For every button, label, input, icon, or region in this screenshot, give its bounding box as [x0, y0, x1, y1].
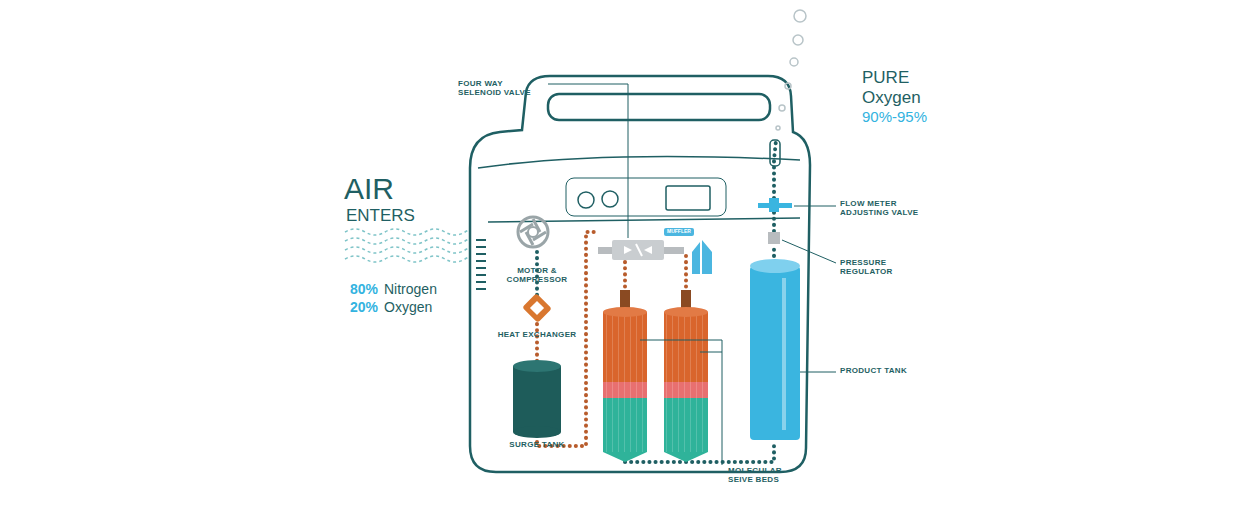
gas-name: Oxygen: [384, 299, 432, 315]
vents: [476, 240, 486, 289]
molecular-sieve-beds: [603, 290, 708, 462]
part-label: MOTOR & COMPRESSOR: [497, 266, 577, 284]
air-waves: [345, 229, 485, 262]
oxygen-title: PURE: [862, 68, 909, 88]
percent-value: 20%: [350, 299, 378, 315]
part-label: SURGE TANK: [497, 440, 577, 449]
part-label: MOLECULAR SEIVE BEDS: [728, 466, 808, 484]
housing: [470, 76, 810, 472]
part-label: PRODUCT TANK: [840, 366, 910, 375]
big-title: ENTERS: [346, 206, 415, 226]
handle-opening: [548, 94, 770, 120]
part-label: PRESSURE REGULATOR: [840, 258, 920, 276]
big-title: AIR: [344, 172, 394, 207]
part-label: HEAT EXCHANGER: [497, 330, 577, 339]
heat-exchanger: [522, 293, 552, 323]
percent-value: 80%: [350, 281, 378, 297]
muffler-tag: MUFFLER: [664, 228, 694, 236]
leader-lines: [548, 84, 836, 465]
part-label: FOUR WAY SELENOID VALVE: [458, 79, 548, 97]
button: [602, 191, 618, 207]
part-label: FLOW METER ADJUSTING VALVE: [840, 199, 920, 217]
product-tank: [750, 259, 800, 440]
bubbles: [776, 10, 806, 130]
gas-name: Nitrogen: [384, 281, 437, 297]
surge-tank: [513, 360, 561, 438]
oxygen-purity: 90%-95%: [862, 108, 927, 125]
flow-valve: [758, 198, 792, 212]
oxygen-title: Oxygen: [862, 88, 921, 108]
motor-compressor: [518, 217, 548, 247]
screen: [666, 186, 710, 210]
pressure-regulator: [768, 232, 780, 244]
button: [578, 192, 594, 208]
muffler: [692, 240, 712, 274]
four-way-valve: [598, 240, 684, 260]
